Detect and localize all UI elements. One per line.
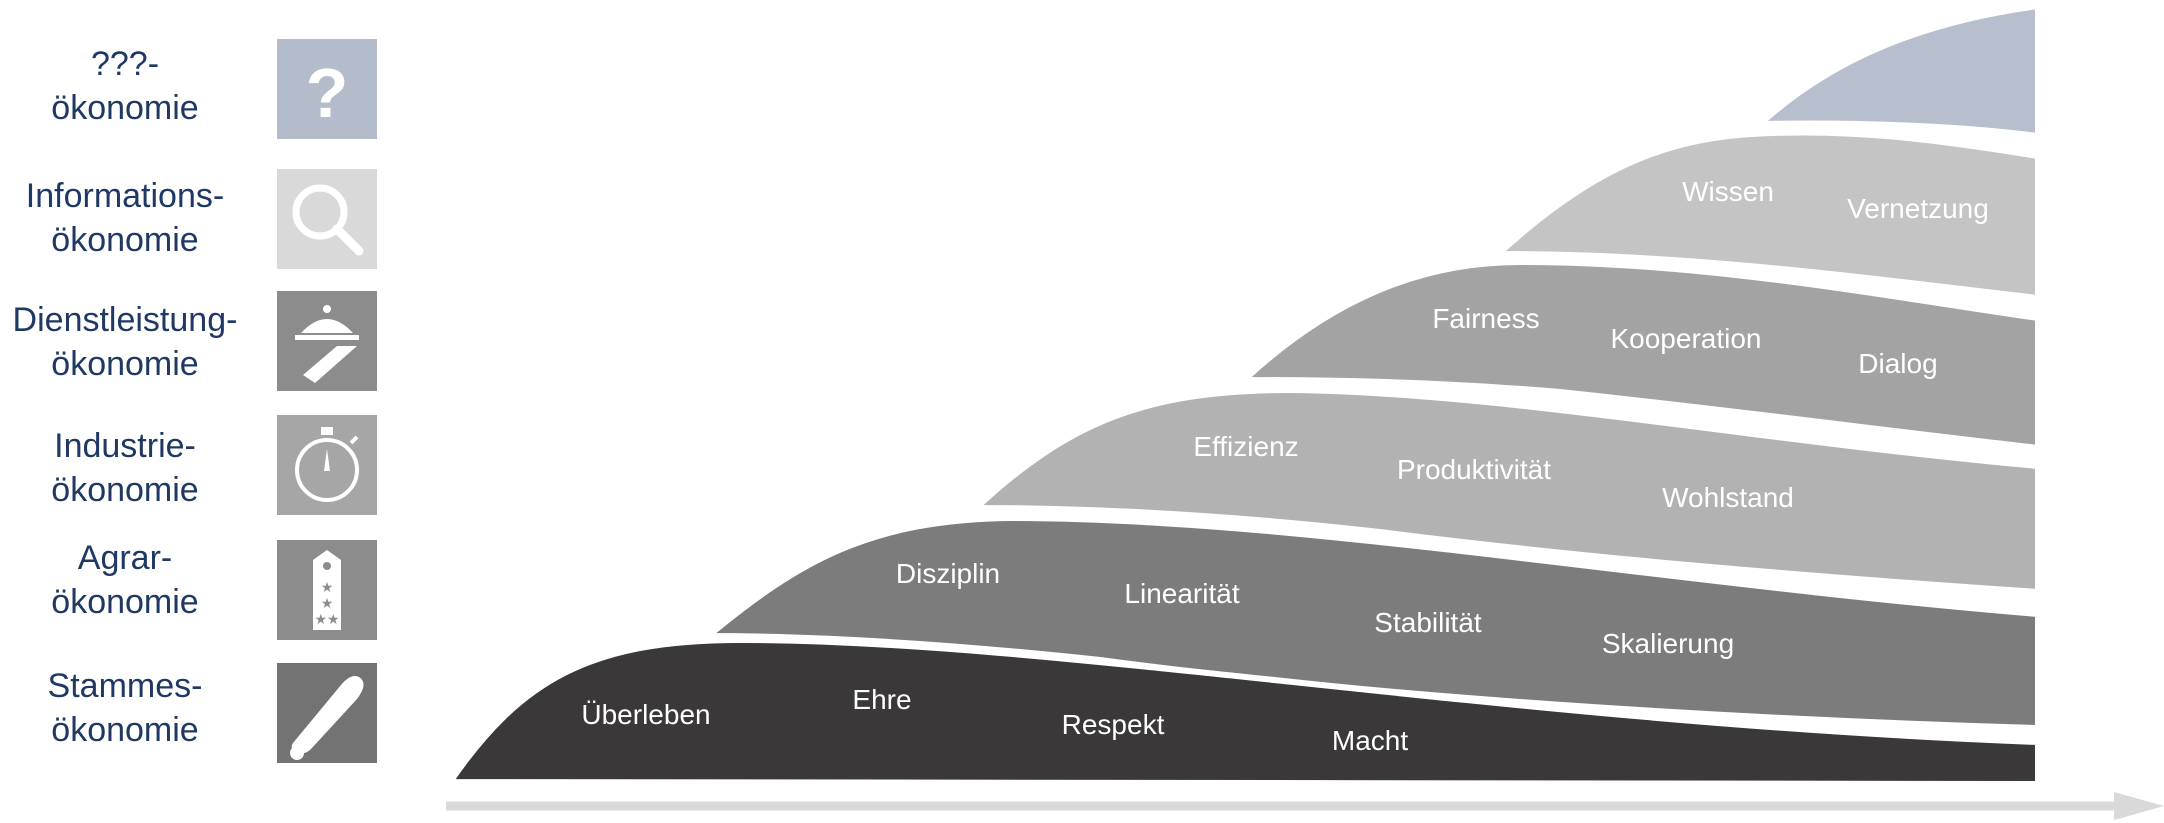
question-mark-icon: ?	[277, 39, 377, 139]
stopwatch-icon	[277, 415, 377, 515]
legend-label-unknown-economy: ???-ökonomie	[51, 45, 199, 127]
svg-text:★: ★	[321, 596, 334, 612]
club-icon	[277, 663, 377, 763]
value-label: Wohlstand	[1662, 482, 1794, 513]
legend-label-service-economy: Dienstleistung-ökonomie	[12, 301, 238, 383]
wave-information-economy	[1490, 129, 2041, 302]
value-label: Linearität	[1124, 578, 1239, 609]
wave-service-economy	[1236, 258, 2041, 452]
value-label: Wissen	[1682, 176, 1774, 207]
value-labels: WissenVernetzungFairnessKooperationDialo…	[581, 176, 1988, 756]
value-label: Disziplin	[896, 558, 1000, 589]
legend-label-industry-economy: Industrie-ökonomie	[51, 427, 199, 509]
wave-unknown-economy	[1752, 2, 2041, 140]
legend-label-agrarian-economy: Agrar-ökonomie	[51, 539, 199, 621]
time-arrow	[446, 792, 2164, 820]
wave-tribal-economy	[444, 636, 2041, 788]
value-label: Respekt	[1062, 709, 1165, 740]
svg-text:?: ?	[306, 54, 349, 132]
value-label: Skalierung	[1602, 628, 1734, 659]
value-label: Stabilität	[1374, 607, 1482, 638]
economy-legend: ???-ökonomie ? Informations-ökonomie Die…	[0, 0, 400, 823]
svg-text:★: ★	[321, 580, 334, 596]
legend-label-information-economy: Informations-ökonomie	[25, 177, 225, 259]
rank-epaulette-icon: ★ ★ ★★	[277, 540, 377, 640]
wave-industry-economy	[968, 386, 2041, 596]
value-label: Überleben	[581, 699, 710, 730]
legend-label-tribal-economy: Stammes-ökonomie	[47, 667, 203, 749]
serving-cloche-icon	[277, 291, 377, 391]
svg-text:★★: ★★	[314, 612, 339, 628]
value-label: Ehre	[852, 684, 911, 715]
value-label: Vernetzung	[1847, 193, 1989, 224]
magnifier-icon	[277, 169, 377, 269]
value-label: Fairness	[1432, 303, 1539, 334]
value-label: Macht	[1332, 725, 1408, 756]
waves-layer	[444, 2, 2041, 788]
value-label: Kooperation	[1610, 323, 1761, 354]
value-label: Effizienz	[1193, 431, 1298, 462]
value-label: Produktivität	[1397, 454, 1551, 485]
value-label: Dialog	[1858, 348, 1937, 379]
